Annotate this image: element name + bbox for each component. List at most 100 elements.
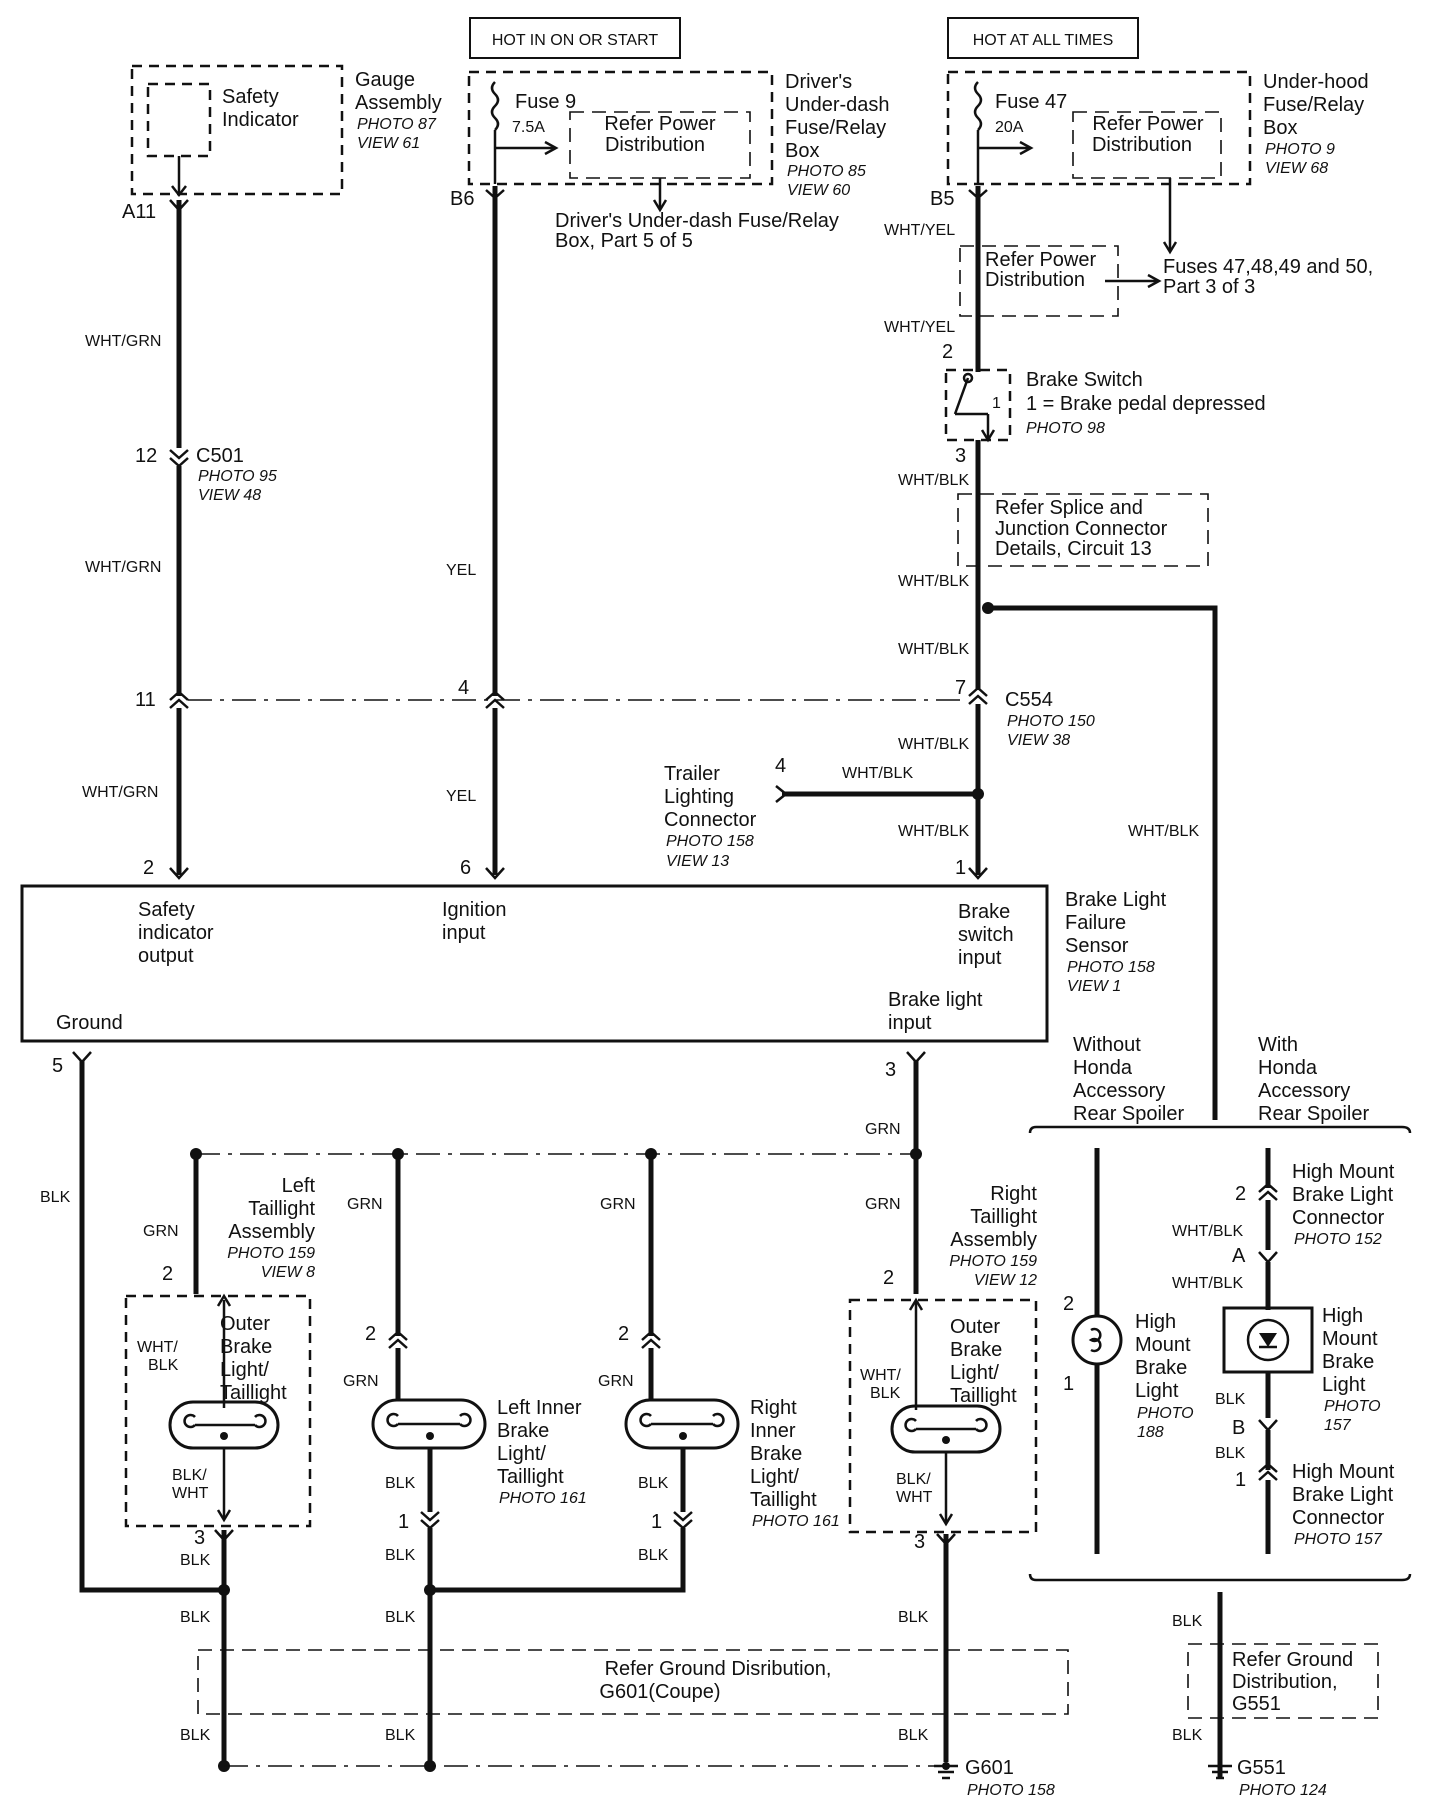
wire-label-blk-c: BLK <box>180 1609 211 1626</box>
hm-bulb-name-4: Light <box>1135 1380 1179 1402</box>
sensor-photo: PHOTO 158 <box>1067 959 1155 976</box>
sensor-safety-3: output <box>138 945 194 967</box>
hm-led-name-4: Light <box>1322 1374 1366 1396</box>
wire-label-blk-h: BLK <box>385 1727 416 1744</box>
wire-label-wht-blk-c: WHT/BLK <box>898 641 969 658</box>
wire-label-wht-blk-i: WHT/BLK <box>1172 1275 1243 1292</box>
underhood-box-note-1: Fuses 47,48,49 and 50, <box>1163 256 1373 278</box>
left-bulb-1: Outer <box>220 1313 270 1335</box>
ground-ref-g601: Refer Ground Disribution, G601(Coupe) <box>197 1649 1069 1715</box>
c501-pin-4: 4 <box>458 677 469 699</box>
left-bulb-4: Taillight <box>220 1382 287 1404</box>
g551-photo: PHOTO 124 <box>1239 1782 1327 1798</box>
hm-led-name-3: Brake <box>1322 1351 1374 1373</box>
sensor-view: VIEW 1 <box>1067 978 1121 995</box>
left-taillight-pin-top: 2 <box>162 1263 173 1285</box>
sensor-name-3: Sensor <box>1065 935 1129 957</box>
sensor-pin-3: 3 <box>885 1059 896 1081</box>
driver-box-name-3: Fuse/Relay <box>785 117 886 139</box>
hm-bulb-name-2: Mount <box>1135 1334 1191 1356</box>
sensor-pin-6: 6 <box>460 857 471 879</box>
wire-label-grn-b: GRN <box>865 1196 901 1213</box>
sensor-ignition-1: Ignition <box>442 899 507 921</box>
wire-label-blk-m: BLK <box>1215 1391 1246 1408</box>
hm-bulb-pin-top: 2 <box>1063 1293 1074 1315</box>
wire-label-wht-grn-a: WHT/GRN <box>85 333 161 350</box>
safety-indicator-title-1: Safety <box>222 86 279 108</box>
sensor-brake-sw-3: input <box>958 947 1002 969</box>
gauge-assembly: Safety Indicator Gauge Assembly PHOTO 87… <box>122 64 442 223</box>
right-inner-brake-light: Right Inner Brake Light/ Taillight PHOTO… <box>618 1323 840 1533</box>
brake-switch-pin-1: 1 <box>992 395 1001 412</box>
driver-box-view: VIEW 60 <box>787 182 850 199</box>
brake-switch-pin-bottom: 3 <box>955 445 966 467</box>
wire-label-blk-o: BLK <box>1172 1613 1203 1630</box>
wire-label-grn-f: GRN <box>600 1196 636 1213</box>
gauge-pin: A11 <box>122 201 156 223</box>
c501-pin-12: 12 <box>135 445 157 467</box>
c554-pin-7: 7 <box>955 677 966 699</box>
left-inner-pin-bottom: 1 <box>398 1511 409 1533</box>
splice-ref-1: Refer Splice and <box>995 497 1143 519</box>
wire-label-blk-d: BLK <box>180 1727 211 1744</box>
left-inner-name-2: Brake <box>497 1420 549 1442</box>
wire-label-blk-p: BLK <box>1172 1727 1203 1744</box>
hm-bulb-pin-bottom: 1 <box>1063 1373 1074 1395</box>
trailer-name-3: Connector <box>664 809 757 831</box>
sensor-brake-light-1: Brake light <box>888 989 983 1011</box>
right-taillight-name-2: Taillight <box>970 1206 1037 1228</box>
splice-ref-3: Details, Circuit 13 <box>995 538 1152 560</box>
wire-label-blk-j: BLK <box>638 1547 669 1564</box>
trailer-name-2: Lighting <box>664 786 734 808</box>
refer-power-mid: Refer Power Distribution <box>959 245 1162 317</box>
underhood-box-name-1: Under-hood <box>1263 71 1369 93</box>
right-blk-wht-2: WHT <box>896 1489 933 1506</box>
driver-box-pin: B6 <box>450 188 474 210</box>
trailer-photo: PHOTO 158 <box>666 833 754 850</box>
sensor-pin-2: 2 <box>143 857 154 879</box>
hm-led-photo: PHOTO <box>1324 1398 1381 1415</box>
wire-label-wht-blk-g: WHT/BLK <box>1128 823 1199 840</box>
hm-led-name-2: Mount <box>1322 1328 1378 1350</box>
underhood-box-photo: PHOTO 9 <box>1265 141 1335 158</box>
without-spoiler-4: Rear Spoiler <box>1073 1103 1185 1125</box>
splice-ref-2: Junction Connector <box>995 518 1168 540</box>
left-taillight-name-1: Left <box>282 1175 316 1197</box>
wire-label-blk-l: BLK <box>898 1727 929 1744</box>
high-mount-bulb: 2 1 High Mount Brake Light PHOTO 188 <box>1063 1293 1194 1441</box>
wire-label-grn-c: GRN <box>143 1223 179 1240</box>
gauge-name-1: Gauge <box>355 69 415 91</box>
fuse-9-rating: 7.5A <box>512 119 545 136</box>
wire-label-blk-k: BLK <box>898 1609 929 1626</box>
right-inner-name-2: Inner <box>750 1420 796 1442</box>
right-taillight-photo: PHOTO 159 <box>949 1253 1037 1270</box>
right-inner-name-1: Right <box>750 1397 797 1419</box>
wire-label-wht-blk-a: WHT/BLK <box>898 472 969 489</box>
g601-photo: PHOTO 158 <box>967 1782 1055 1798</box>
wire-label-grn-d: GRN <box>347 1196 383 1213</box>
right-bulb-2: Brake <box>950 1339 1002 1361</box>
high-mount-led: High Mount Brake Light PHOTO 157 <box>1222 1305 1381 1434</box>
trailer-name-1: Trailer <box>664 763 720 785</box>
wire-label-wht-grn-b: WHT/GRN <box>85 559 161 576</box>
right-wht-blk-2: BLK <box>870 1385 901 1402</box>
without-spoiler-1: Without <box>1073 1034 1141 1056</box>
gauge-view: VIEW 61 <box>357 135 420 152</box>
hm-conn-bottom-name-3: Connector <box>1292 1507 1385 1529</box>
wire-label-blk-f: BLK <box>385 1547 416 1564</box>
wire-label-wht-blk-d: WHT/BLK <box>898 736 969 753</box>
hm-conn-bottom-pin: 1 <box>1235 1469 1246 1491</box>
gauge-name-2: Assembly <box>355 92 442 114</box>
left-taillight-name-2: Taillight <box>248 1198 315 1220</box>
c554-photo: PHOTO 150 <box>1007 713 1095 730</box>
wire-label-blk-g: BLK <box>385 1609 416 1626</box>
left-inner-name-3: Light/ <box>497 1443 546 1465</box>
hot-all-times-box <box>947 17 1139 59</box>
driver-box-name-4: Box <box>785 140 819 162</box>
c554-name: C554 <box>1005 689 1053 711</box>
wire-label-wht-blk-h: WHT/BLK <box>1172 1223 1243 1240</box>
left-bulb-3: Light/ <box>220 1359 269 1381</box>
sensor-name-2: Failure <box>1065 912 1126 934</box>
driver-box-name-2: Under-dash <box>785 94 890 116</box>
right-taillight-assembly: WHT/ BLK Outer Brake Light/ Taillight BL… <box>848 1183 1037 1553</box>
